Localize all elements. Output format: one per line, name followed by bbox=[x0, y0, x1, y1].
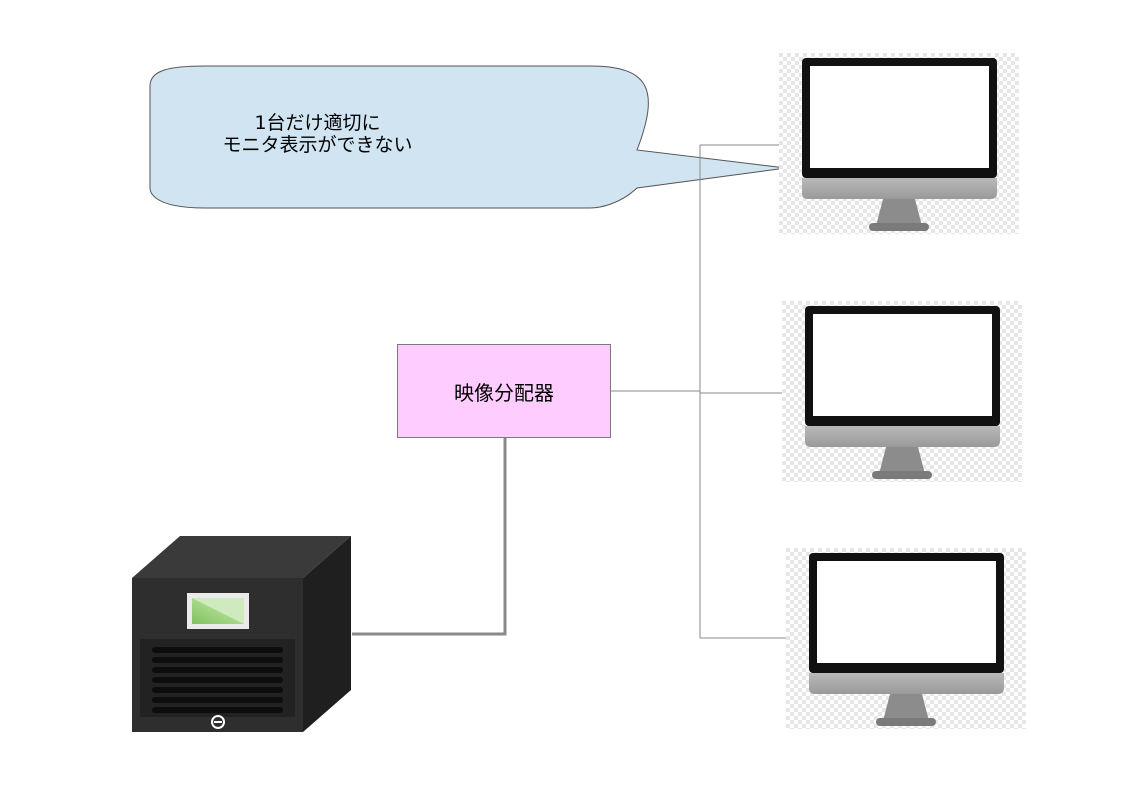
video-splitter-label: 映像分配器 bbox=[454, 380, 554, 405]
monitor-icon bbox=[782, 301, 1022, 482]
video-splitter-box: 映像分配器 bbox=[397, 344, 611, 438]
callout-text: 1台だけ適切に モニタ表示ができない bbox=[150, 112, 485, 156]
callout-bubble bbox=[149, 65, 787, 209]
callout-line-2: モニタ表示ができない bbox=[222, 134, 413, 156]
monitor-icon bbox=[786, 548, 1026, 729]
monitor-icon bbox=[779, 53, 1019, 234]
splitter-to-monitors-cables bbox=[611, 144, 786, 639]
server-icon bbox=[132, 536, 351, 732]
callout-line-1: 1台だけ適切に bbox=[254, 112, 381, 134]
server-to-splitter-cable bbox=[352, 438, 507, 636]
